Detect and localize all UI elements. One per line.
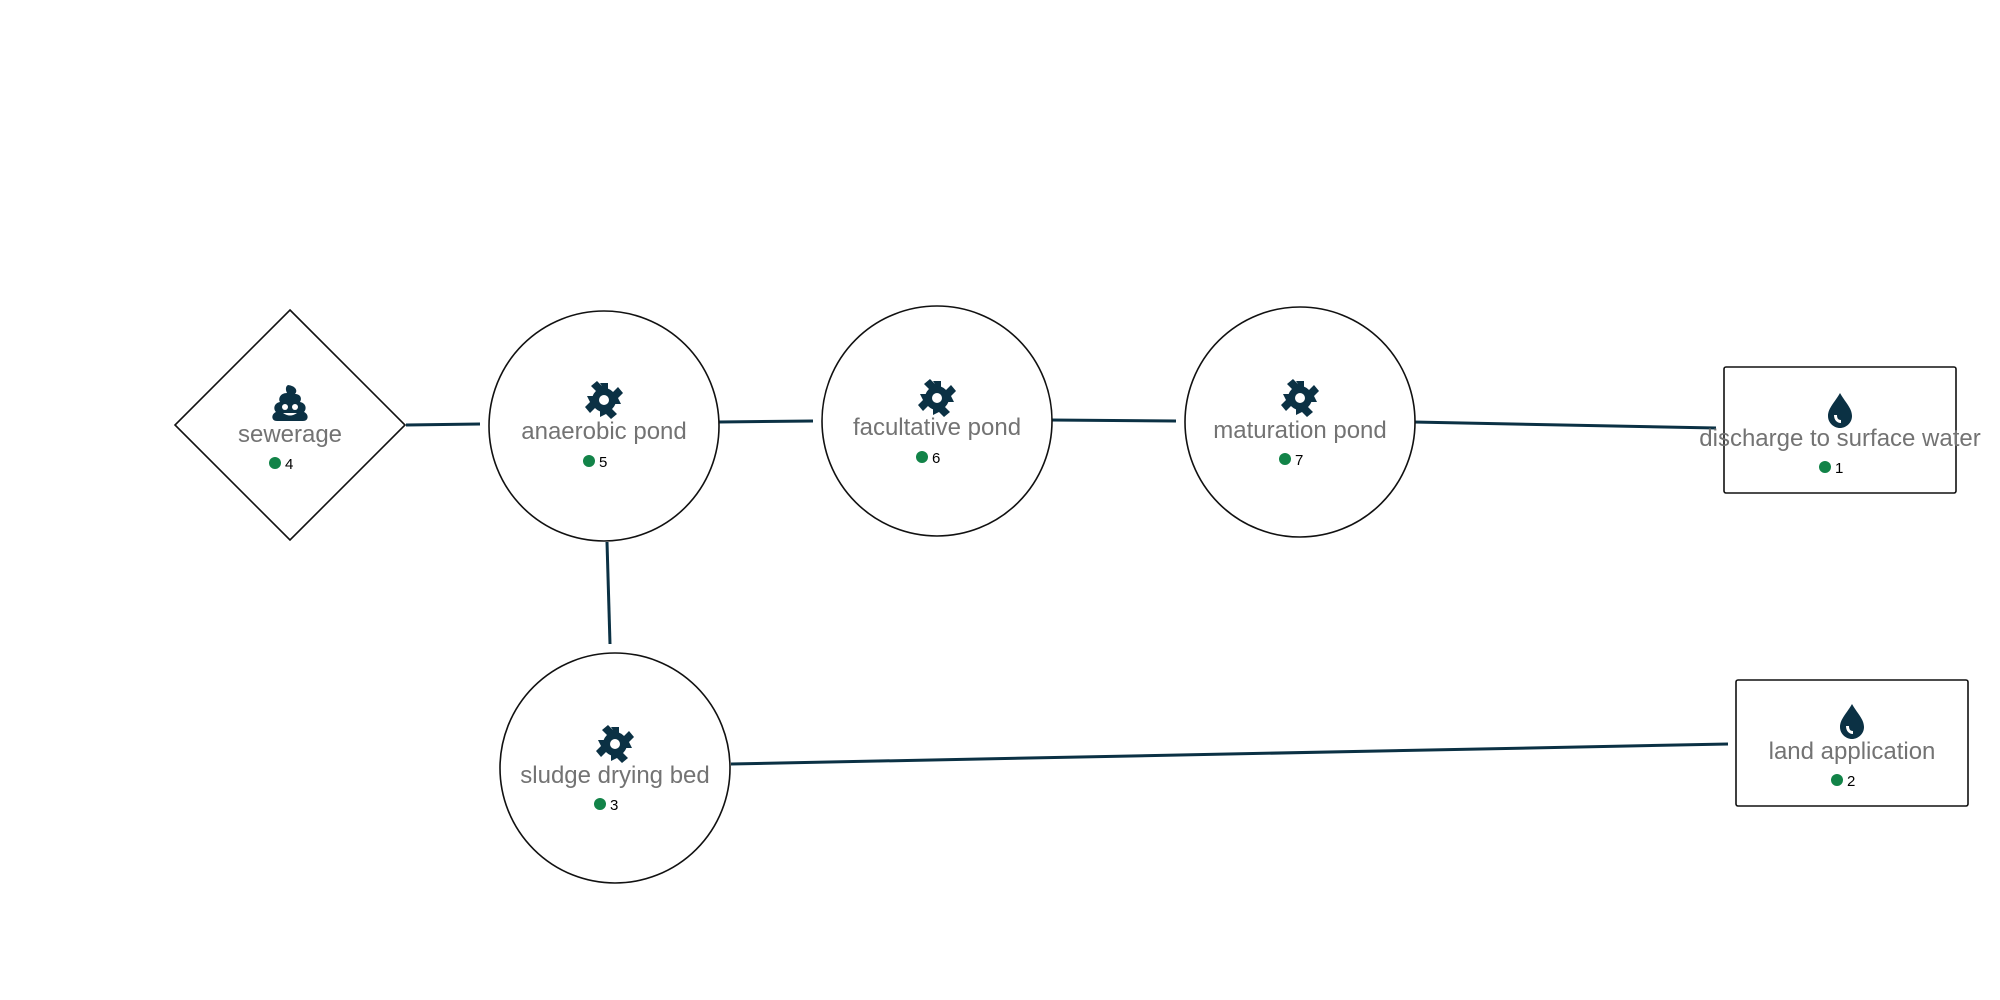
edge-anaerobic-pond-to-facultative-pond[interactable] bbox=[718, 419, 814, 424]
node-discharge-to-surface-water-count: 1 bbox=[1835, 460, 1843, 477]
status-dot bbox=[1819, 461, 1831, 473]
node-sewerage-count: 4 bbox=[285, 456, 293, 473]
node-land-application-label: land application bbox=[1769, 738, 1936, 765]
node-anaerobic-pond[interactable]: anaerobic pond 5 bbox=[488, 310, 720, 542]
node-land-application[interactable]: land application 2 bbox=[1735, 679, 1969, 807]
edge-facultative-pond-to-maturation-pond[interactable] bbox=[1049, 418, 1177, 423]
node-sludge-drying-bed-shape bbox=[499, 652, 731, 884]
node-facultative-pond-label: facultative pond bbox=[853, 414, 1021, 441]
node-facultative-pond-count: 6 bbox=[932, 450, 940, 467]
node-discharge-to-surface-water-label: discharge to surface water bbox=[1699, 425, 1980, 452]
node-maturation-pond-label: maturation pond bbox=[1213, 417, 1386, 444]
node-discharge-to-surface-water[interactable]: discharge to surface water 1 bbox=[1699, 366, 1981, 494]
edge-anaerobic-pond-to-sludge-drying-bed[interactable] bbox=[605, 541, 612, 645]
node-anaerobic-pond-shape bbox=[488, 310, 720, 542]
node-discharge-to-surface-water-shape bbox=[1723, 366, 1957, 494]
edge-maturation-pond-to-discharge[interactable] bbox=[1412, 420, 1717, 430]
status-dot bbox=[594, 798, 606, 810]
node-sludge-drying-bed-count: 3 bbox=[610, 797, 618, 814]
node-maturation-pond-shape bbox=[1184, 306, 1416, 538]
node-sludge-drying-bed-label: sludge drying bed bbox=[520, 762, 709, 789]
node-sewerage-shape bbox=[173, 308, 407, 542]
node-sludge-drying-bed[interactable]: sludge drying bed 3 bbox=[499, 652, 731, 884]
edge-layer bbox=[405, 418, 1729, 766]
node-sewerage-label: sewerage bbox=[238, 421, 342, 448]
edge-sewerage-to-anaerobic-pond[interactable] bbox=[405, 422, 481, 427]
node-land-application-count: 2 bbox=[1847, 773, 1855, 790]
node-maturation-pond[interactable]: maturation pond 7 bbox=[1184, 306, 1416, 538]
node-maturation-pond-count: 7 bbox=[1295, 452, 1303, 469]
node-anaerobic-pond-count: 5 bbox=[599, 454, 607, 471]
node-sewerage[interactable]: sewerage 4 bbox=[173, 308, 407, 542]
status-dot bbox=[1279, 453, 1291, 465]
node-facultative-pond-shape bbox=[821, 305, 1053, 537]
node-anaerobic-pond-label: anaerobic pond bbox=[521, 418, 686, 445]
status-dot bbox=[583, 455, 595, 467]
edge-sludge-drying-bed-to-land-application[interactable] bbox=[730, 742, 1729, 766]
status-dot bbox=[1831, 774, 1843, 786]
node-land-application-shape bbox=[1735, 679, 1969, 807]
status-dot bbox=[916, 451, 928, 463]
status-dot bbox=[269, 457, 281, 469]
node-facultative-pond[interactable]: facultative pond 6 bbox=[821, 305, 1053, 537]
